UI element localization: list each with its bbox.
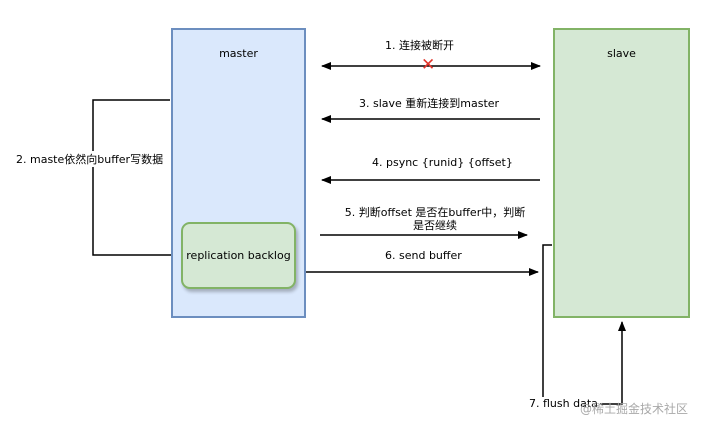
slave-label: slave	[607, 47, 636, 60]
replication-backlog-label: replication backlog	[186, 249, 291, 262]
broken-connection-icon: ✕	[421, 55, 436, 75]
master-label: master	[219, 47, 258, 60]
step-3-label: 3. slave 重新连接到master	[359, 97, 500, 110]
step-5-line-2: 是否继续	[413, 219, 457, 232]
write-buffer-loop	[92, 99, 182, 256]
step-5-label: 5. 判断offset 是否在buffer中，判断 是否继续	[330, 206, 540, 232]
step-1-label: 1. 连接被断开	[385, 39, 454, 52]
step-7-label: 7. flush data	[527, 397, 600, 410]
slave-node: slave	[553, 28, 690, 318]
step-5-line-1: 5. 判断offset 是否在buffer中，判断	[344, 206, 526, 219]
step-4-label: 4. psync {runid} {offset}	[372, 156, 513, 169]
watermark: @稀土掘金技术社区	[580, 402, 689, 416]
replication-backlog-node: replication backlog	[181, 222, 296, 289]
step-2-label: 2. maste依然向buffer写数据	[14, 151, 166, 167]
step-6-label: 6. send buffer	[385, 249, 462, 262]
